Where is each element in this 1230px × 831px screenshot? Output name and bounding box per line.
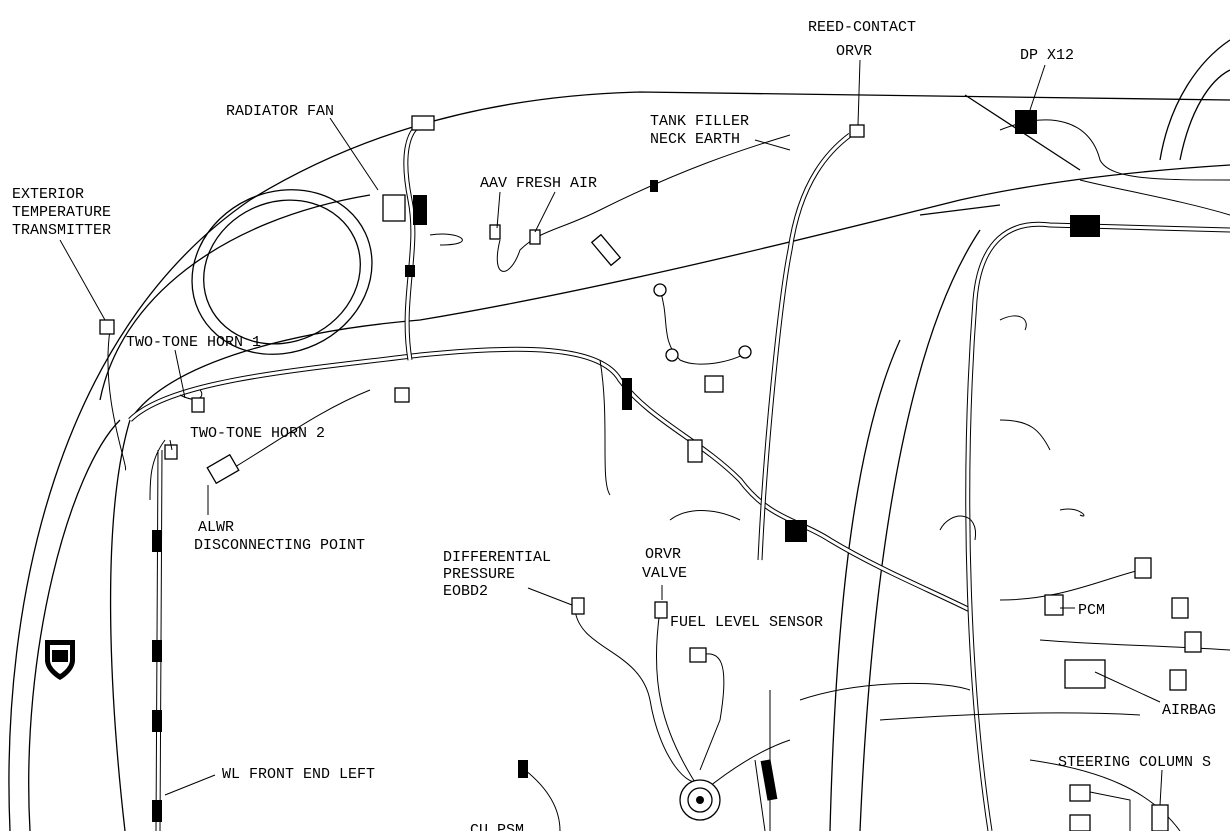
label-neck-earth: NECK EARTH	[650, 131, 740, 148]
label-pcm: PCM	[1078, 602, 1105, 619]
leader-lines	[59, 59, 1163, 806]
label-pressure: PRESSURE	[443, 566, 515, 583]
label-alwr: ALWR	[198, 519, 234, 536]
label-orvr: ORVR	[645, 546, 681, 563]
label-temperature: TEMPERATURE	[12, 204, 111, 221]
label-exterior: EXTERIOR	[12, 186, 84, 203]
label-wl-front-end-left: WL FRONT END LEFT	[222, 766, 375, 783]
label-disconnecting-point: DISCONNECTING POINT	[194, 537, 365, 554]
label-differential: DIFFERENTIAL	[443, 549, 551, 566]
label-dp-x12: DP X12	[1020, 47, 1074, 64]
labels: REED-CONTACT ORVR DP X12 RADIATOR FAN TA…	[12, 19, 1216, 831]
harness-wires	[107, 119, 1230, 831]
label-cu-psm: CU PSM	[470, 822, 524, 831]
label-airbag: AIRBAG	[1162, 702, 1216, 719]
radiator-outline	[191, 189, 373, 355]
label-radiator-fan: RADIATOR FAN	[226, 103, 334, 120]
vehicle-outline	[8, 39, 1230, 831]
label-two-tone-horn-1: TWO-TONE HORN 1	[126, 334, 261, 351]
label-reed-contact: REED-CONTACT	[808, 19, 916, 36]
label-reed-contact-orvr: ORVR	[836, 43, 872, 60]
label-aav-fresh-air: AAV FRESH AIR	[480, 175, 597, 192]
label-tank-filler: TANK FILLER	[650, 113, 749, 130]
label-transmitter: TRANSMITTER	[12, 222, 111, 239]
connectors	[45, 110, 1202, 831]
label-fuel-level-sensor: FUEL LEVEL SENSOR	[670, 614, 823, 631]
label-steering-column: STEERING COLUMN S	[1058, 754, 1211, 771]
label-eobd2: EOBD2	[443, 583, 488, 600]
label-valve: VALVE	[642, 565, 687, 582]
label-two-tone-horn-2: TWO-TONE HORN 2	[190, 425, 325, 442]
